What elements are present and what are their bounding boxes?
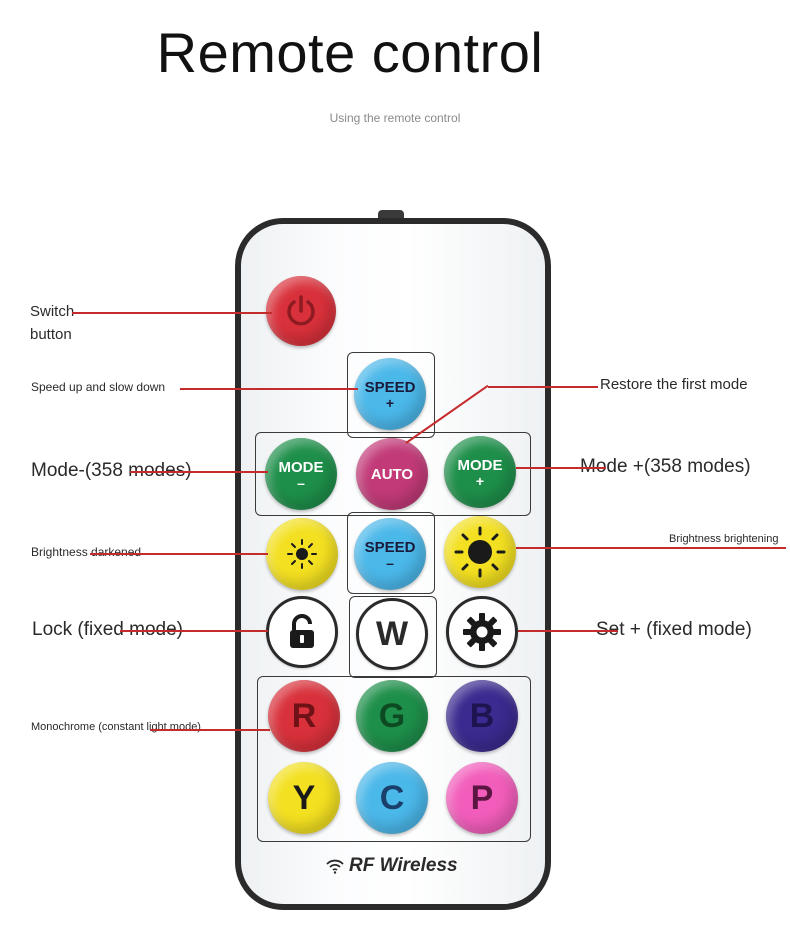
blue-button[interactable]: B — [446, 680, 518, 752]
speed-pointer-line — [180, 388, 358, 390]
brand-label: RF Wireless — [325, 855, 458, 877]
page-subtitle: Using the remote control — [329, 111, 461, 125]
color-zone — [257, 676, 531, 842]
mode-plus-button[interactable]: MODE + — [444, 436, 516, 508]
speed-down-sign: – — [386, 554, 394, 571]
yellow-label: Y — [292, 779, 316, 817]
power-button[interactable] — [266, 276, 336, 346]
monochrome-annotation: Monochrome (constant light mode) — [31, 721, 201, 733]
monochrome-pointer-line — [150, 729, 270, 731]
white-label: W — [375, 615, 409, 653]
set-plus-annotation: Set + (fixed mode) — [596, 619, 752, 640]
speed-up-button[interactable]: SPEED + — [354, 358, 426, 430]
speed-up-label: SPEED — [364, 378, 416, 396]
mode-plus-sign: + — [475, 472, 485, 489]
pink-button[interactable]: P — [446, 762, 518, 834]
pink-label: P — [470, 779, 494, 817]
brightness-brightening-pointer-line — [516, 547, 786, 549]
auto-label: AUTO — [370, 465, 414, 483]
white-zone — [349, 596, 437, 678]
lock-button[interactable] — [266, 596, 338, 668]
restore-pointer-horizontal — [488, 386, 598, 388]
switch-pointer-line — [72, 312, 272, 314]
speed-down-button[interactable]: SPEED – — [354, 518, 426, 590]
red-label: R — [291, 697, 317, 735]
cyan-button[interactable]: C — [356, 762, 428, 834]
speed-zone-top — [347, 352, 435, 438]
switch-button-label-line1: Switch — [30, 303, 75, 320]
mode-minus-pointer-line — [130, 471, 268, 473]
speed-down-label: SPEED — [364, 538, 416, 556]
brightness-down-button[interactable] — [266, 518, 338, 590]
brand-text: RF Wireless — [349, 855, 458, 876]
gear-icon — [463, 613, 501, 651]
switch-button-label-line2: button — [30, 326, 72, 343]
wifi-icon — [326, 859, 344, 874]
lock-annotation: Lock (fixed mode) — [32, 619, 184, 640]
yellow-button[interactable]: Y — [268, 762, 340, 834]
sun-small-icon — [287, 539, 317, 569]
red-button[interactable]: R — [268, 680, 340, 752]
blue-label: B — [469, 697, 495, 735]
sun-large-icon — [454, 526, 506, 578]
settings-button[interactable] — [446, 596, 518, 668]
brightness-darkened-annotation: Brightness darkened — [31, 545, 142, 559]
mode-minus-sign: – — [297, 474, 305, 491]
white-button[interactable]: W — [356, 598, 428, 670]
lock-icon — [290, 614, 314, 648]
speed-annotation: Speed up and slow down — [31, 380, 166, 394]
mode-zone — [255, 432, 531, 516]
remote-antenna-tab — [378, 210, 404, 220]
lock-pointer-line — [120, 630, 268, 632]
mode-minus-annotation: Mode-(358 modes) — [31, 460, 192, 481]
mode-minus-button[interactable]: MODE – — [265, 438, 337, 510]
speed-zone-bottom — [347, 512, 435, 594]
cyan-label: C — [379, 779, 405, 817]
speed-up-sign: + — [385, 394, 395, 411]
mode-plus-annotation: Mode +(358 modes) — [580, 456, 751, 477]
auto-button[interactable]: AUTO — [356, 438, 428, 510]
power-icon — [287, 295, 315, 326]
restore-annotation: Restore the first mode — [600, 376, 748, 393]
brightness-darkened-pointer-line — [90, 553, 268, 555]
brightness-brightening-annotation: Brightness brightening — [669, 533, 779, 545]
mode-plus-pointer-line — [516, 467, 606, 469]
page-title: Remote control — [156, 21, 544, 84]
green-button[interactable]: G — [356, 680, 428, 752]
mode-minus-label: MODE — [278, 458, 324, 476]
mode-plus-label: MODE — [457, 456, 503, 474]
brightness-up-button[interactable] — [444, 516, 516, 588]
green-label: G — [378, 697, 406, 735]
set-plus-pointer-line — [518, 630, 618, 632]
